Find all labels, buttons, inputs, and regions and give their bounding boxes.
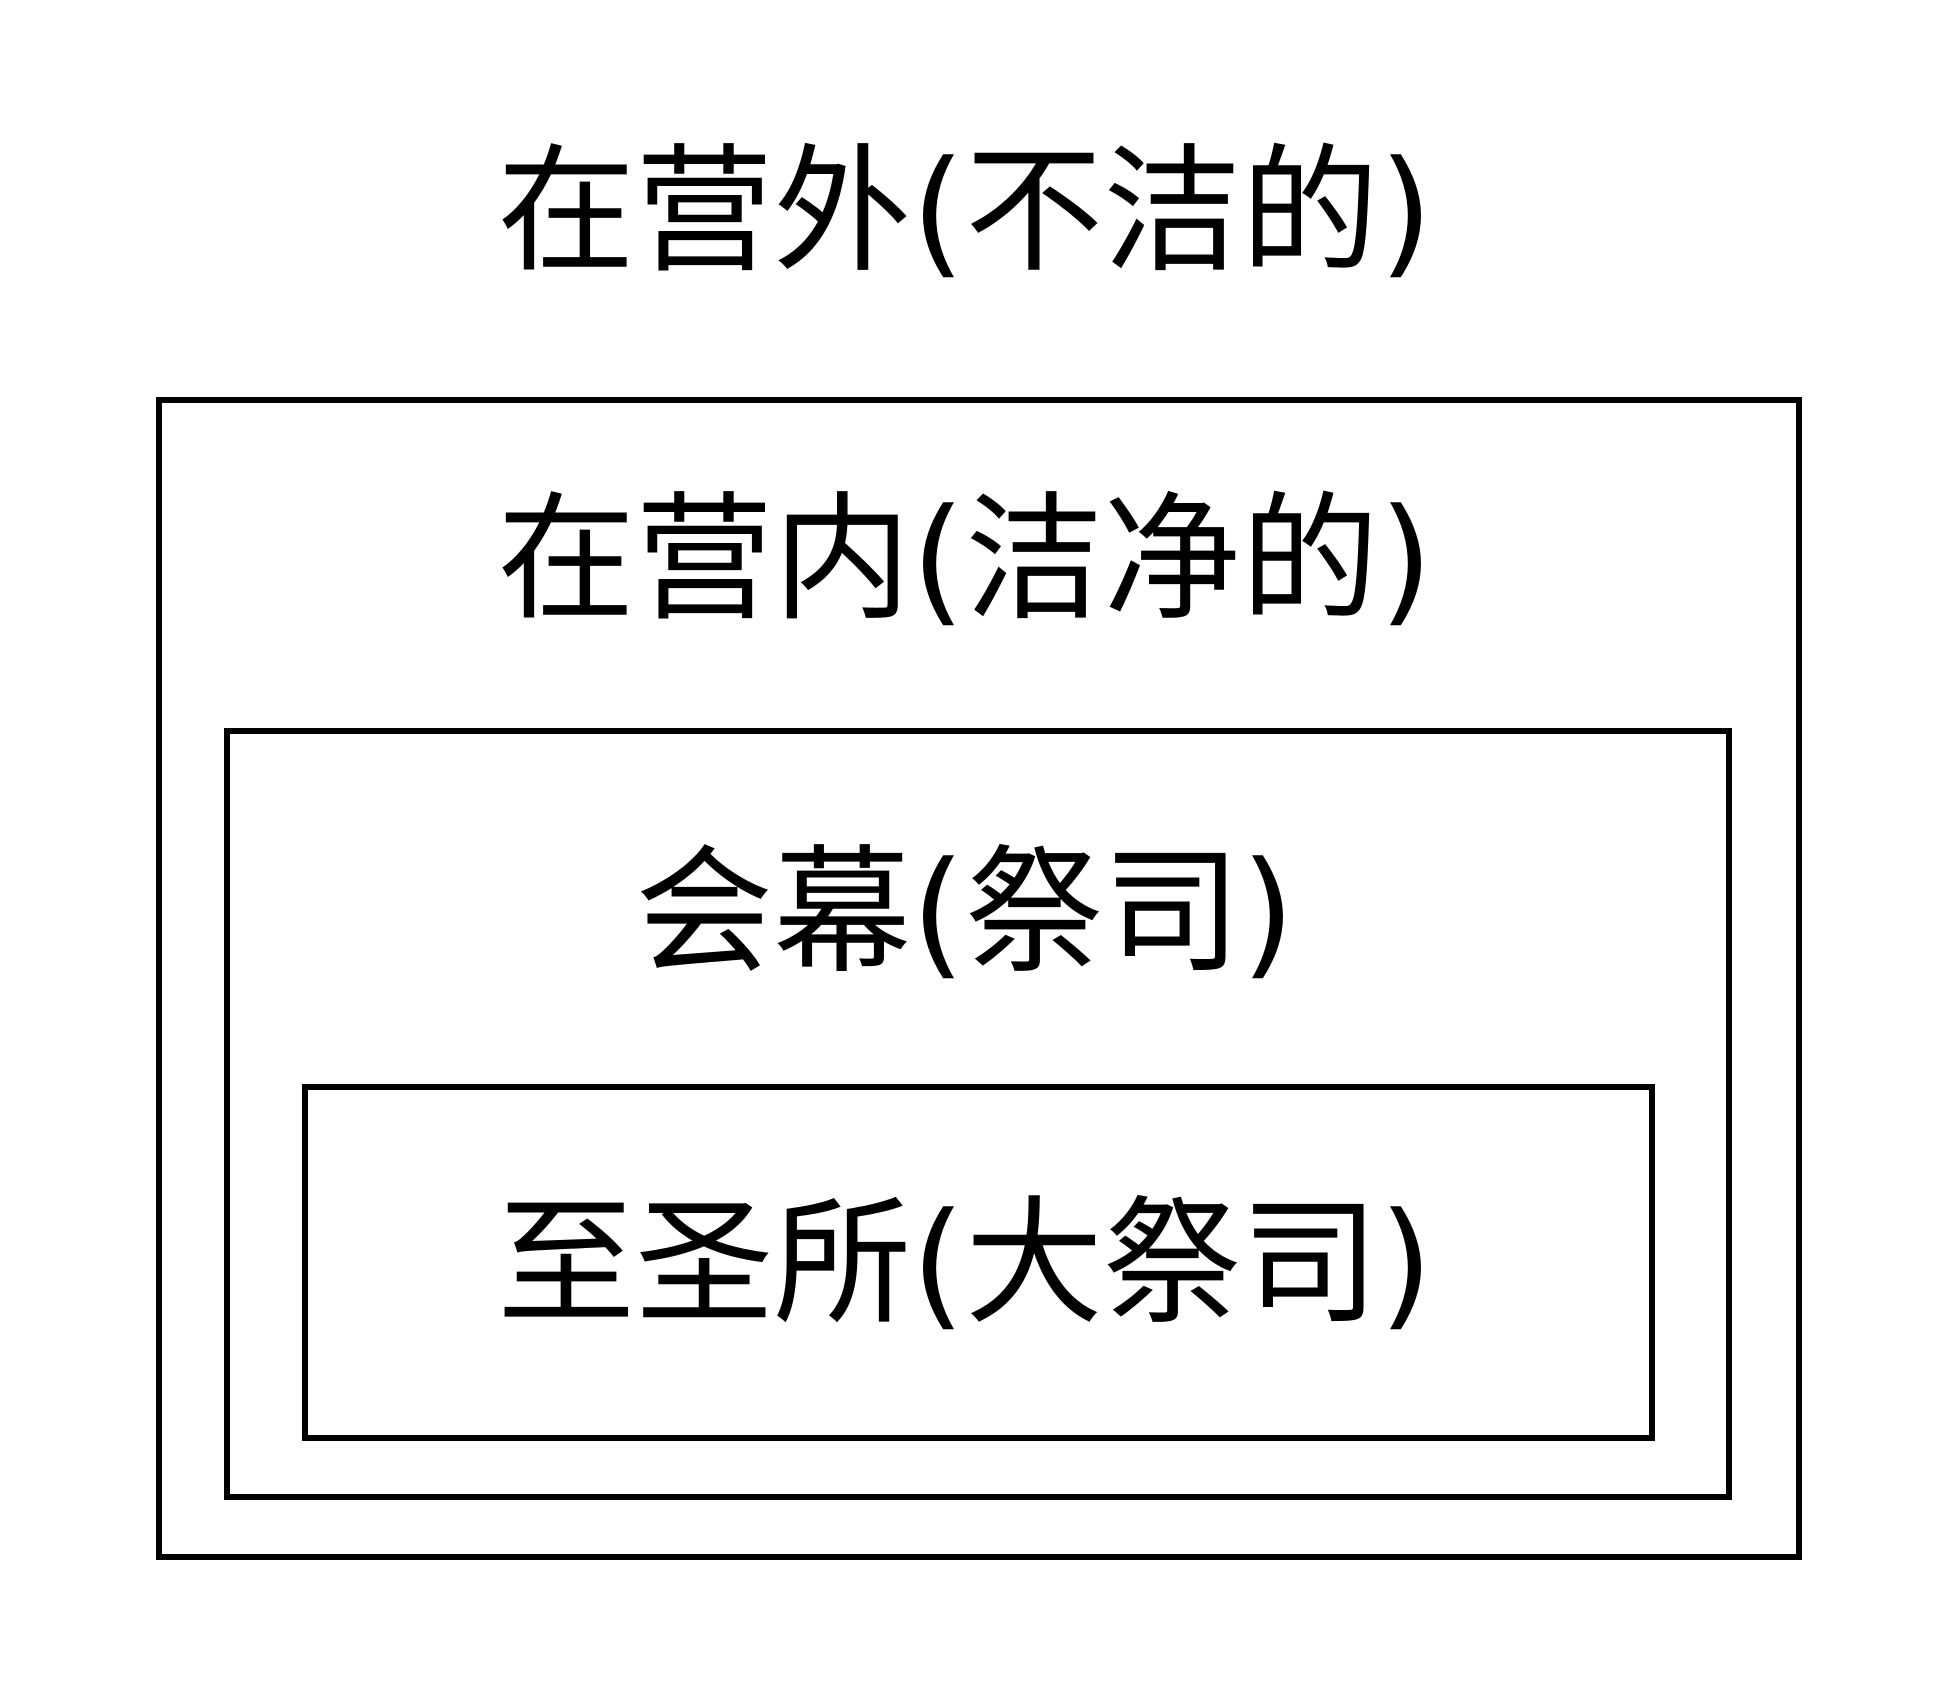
tabernacle-box [224,728,1732,1500]
holy-of-holies-box [302,1084,1655,1441]
inside-camp-label: 在营内(洁净的) [497,479,1433,640]
tabernacle-label: 会幕(祭司) [635,832,1295,993]
outside-camp-label: 在营外(不洁的) [497,131,1433,292]
camp-box [156,397,1802,1560]
holy-of-holies-label: 至圣所(大祭司) [497,1183,1433,1344]
